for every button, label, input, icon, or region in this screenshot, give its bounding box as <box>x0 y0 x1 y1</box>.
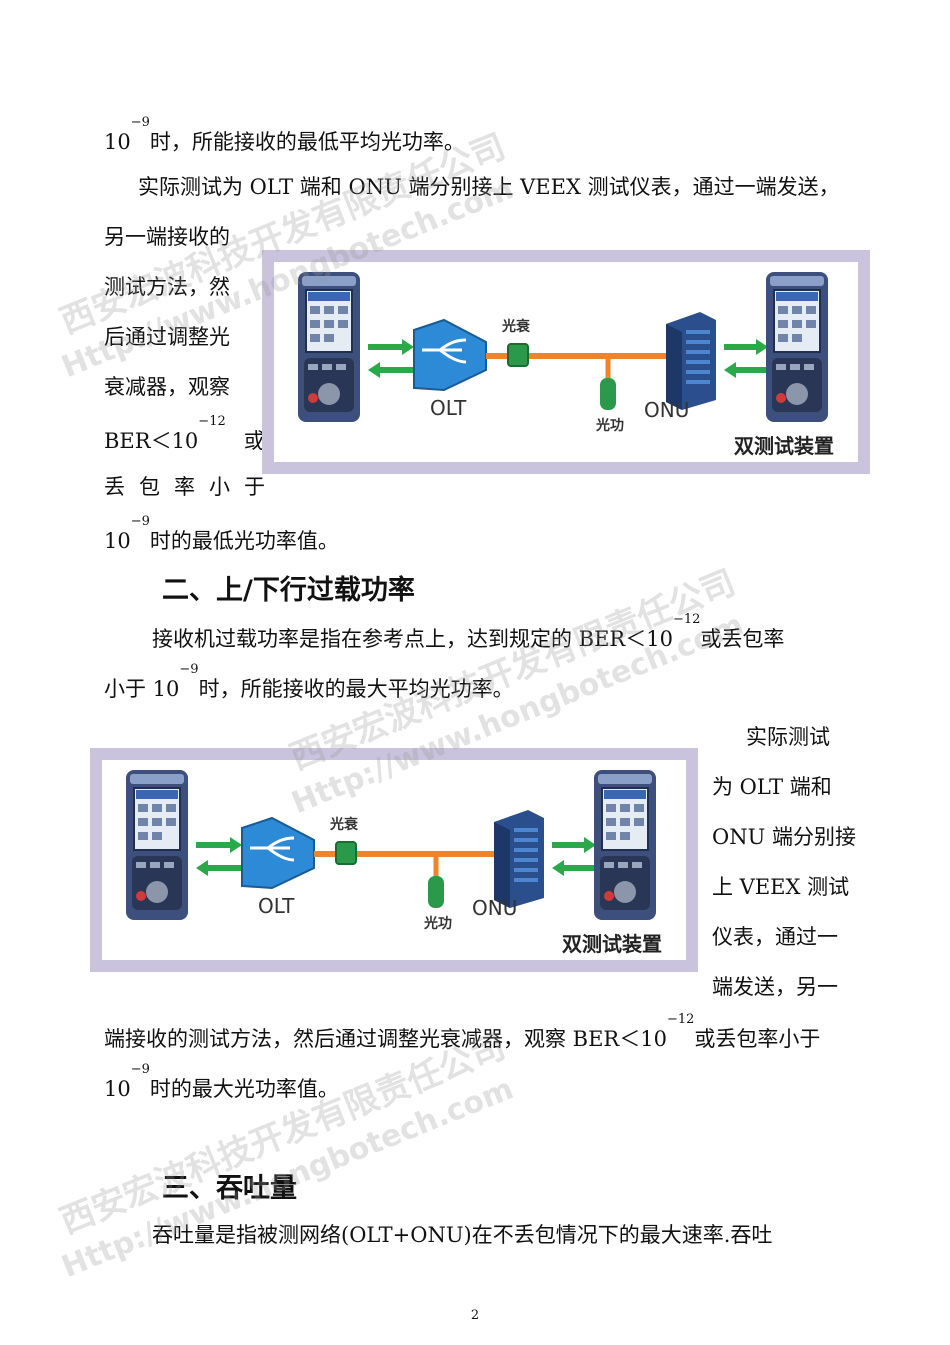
figure-caption: 双测试装置 <box>562 932 662 956</box>
olt-splitter-icon <box>241 816 315 890</box>
paragraph1-line8: 丢包率小于 <box>104 475 279 499</box>
olt-splitter-icon <box>413 318 487 392</box>
bidirectional-arrows-right-icon <box>552 837 596 876</box>
right-tester-device-icon <box>766 272 828 422</box>
power-meter-label: 光功 <box>424 916 452 932</box>
onu-label: ONU <box>644 398 690 422</box>
section2-side-line6: 端发送，另一 <box>712 975 838 999</box>
attenuator-label: 光衰 <box>330 817 358 833</box>
page-number: 2 <box>470 1308 480 1323</box>
section2-heading: 二、上/下行过载功率 <box>162 575 415 606</box>
left-tester-device-icon <box>126 770 188 920</box>
bidirectional-arrows-right-icon <box>724 339 768 378</box>
section2-side-line3: ONU 端分别接 <box>712 825 856 849</box>
power-meter-icon <box>428 876 444 908</box>
section2-line4: 10−9时的最大光功率值。 <box>104 1062 339 1101</box>
section3-line1: 吞吐量是指被测网络(OLT+ONU)在不丢包情况下的最大速率.吞吐 <box>152 1223 773 1247</box>
section2-line2: 小于 10−9时，所能接收的最大平均光功率。 <box>104 662 514 701</box>
power-meter-icon <box>600 378 616 410</box>
test-setup-diagram <box>298 272 828 422</box>
section2-line1: 接收机过载功率是指在参考点上，达到规定的 BER＜10−12或丢包率 <box>152 612 785 651</box>
section2-side-line2: 为 OLT 端和 <box>712 775 832 799</box>
section2-side-line1: 实际测试 <box>746 725 830 749</box>
attenuator-icon <box>507 343 529 367</box>
paragraph1-line4: 测试方法，然 <box>104 275 230 299</box>
olt-label: OLT <box>430 396 467 420</box>
section3-heading: 三、吞吐量 <box>162 1173 297 1204</box>
section2-line3: 端接收的测试方法，然后通过调整光衰减器，观察 BER＜10−12或丢包率小于 <box>104 1012 821 1051</box>
paragraph1-line1: 10−9时，所能接收的最低平均光功率。 <box>104 115 465 154</box>
attenuator-label: 光衰 <box>502 319 530 335</box>
figure-panel <box>102 760 686 960</box>
right-tester-device-icon <box>594 770 656 920</box>
power-meter-label: 光功 <box>596 418 624 434</box>
paragraph1-line7: BER＜10−12或 <box>104 414 265 453</box>
paragraph1-line5: 后通过调整光 <box>104 325 230 349</box>
test-setup-figure-1: 光衰 OLT ONU 光功 双测试装置 <box>262 250 870 474</box>
left-tester-device-icon <box>298 272 360 422</box>
bidirectional-arrows-left-icon <box>368 339 414 378</box>
figure-panel <box>274 262 858 462</box>
section2-side-line5: 仪表，通过一 <box>712 925 838 949</box>
onu-rack-icon <box>666 312 716 410</box>
paragraph1-line2: 实际测试为 OLT 端和 ONU 端分别接上 VEEX 测试仪表，通过一端发送， <box>138 175 840 199</box>
test-setup-figure-2: 光衰 OLT ONU 光功 双测试装置 <box>90 748 698 972</box>
onu-label: ONU <box>472 896 518 920</box>
bidirectional-arrows-left-icon <box>196 837 242 876</box>
onu-rack-icon <box>494 810 544 908</box>
paragraph1-line3: 另一端接收的 <box>104 225 230 249</box>
attenuator-icon <box>335 841 357 865</box>
section2-side-line4: 上 VEEX 测试 <box>712 875 850 899</box>
paragraph1-line9: 10−9时的最低光功率值。 <box>104 514 339 553</box>
figure-caption: 双测试装置 <box>734 434 834 458</box>
olt-label: OLT <box>258 894 295 918</box>
paragraph1-line6: 衰减器，观察 <box>104 375 230 399</box>
test-setup-diagram <box>126 770 656 920</box>
